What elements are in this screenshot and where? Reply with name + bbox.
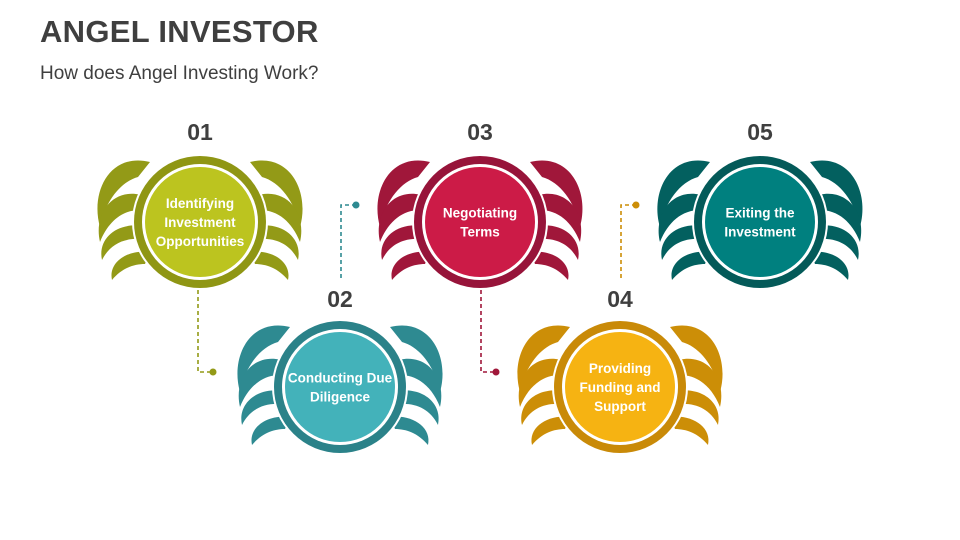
connector-dot [492, 368, 500, 376]
step-label: Exiting the [725, 206, 794, 221]
step-circle [285, 332, 395, 442]
step-circle [425, 167, 535, 277]
step-label: Negotiating [443, 206, 517, 221]
step-number: 05 [747, 119, 773, 145]
connector-03-04 [480, 290, 500, 376]
step-number: 02 [327, 286, 353, 312]
step-label: Diligence [310, 390, 371, 405]
step-circle [565, 332, 675, 442]
connector-04-05 [620, 201, 640, 278]
step-number: 03 [467, 119, 493, 145]
step-label: Terms [460, 225, 500, 240]
connector-02-03 [340, 201, 360, 278]
page-title: ANGEL INVESTOR [40, 14, 319, 49]
step-number: 01 [187, 119, 213, 145]
page-subtitle: How does Angel Investing Work? [40, 63, 319, 84]
step-circle [705, 167, 815, 277]
step-label: Providing [589, 361, 651, 376]
connector-dot [352, 201, 360, 209]
step-number: 04 [607, 286, 633, 312]
connector-dot [632, 201, 640, 209]
connector-01-02 [197, 290, 217, 376]
step-label: Identifying [166, 196, 234, 211]
step-label: Funding and [580, 380, 661, 395]
step-circle [145, 167, 255, 277]
step-label: Investment [164, 215, 236, 230]
step-label: Support [594, 399, 646, 414]
connector-dot [209, 368, 217, 376]
step-label: Conducting Due [288, 371, 393, 386]
step-label: Investment [724, 225, 796, 240]
step-label: Opportunities [156, 234, 245, 249]
